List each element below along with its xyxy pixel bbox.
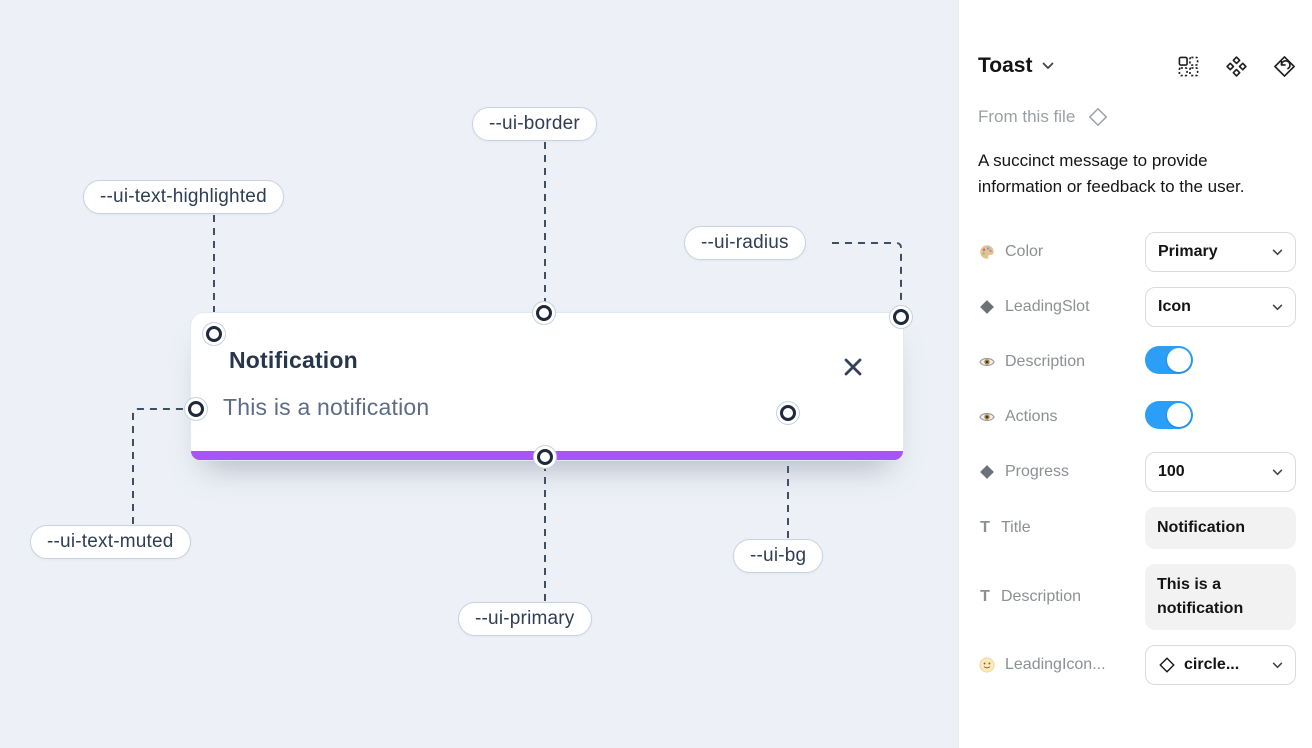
node-ui-primary[interactable] bbox=[537, 449, 553, 465]
prop-row-description-text: T Description This is a notification bbox=[978, 564, 1296, 630]
description-field[interactable]: This is a notification bbox=[1145, 564, 1296, 630]
instance-grid-icon[interactable] bbox=[1177, 55, 1200, 78]
eye-icon bbox=[978, 353, 996, 371]
node-ui-radius[interactable] bbox=[893, 309, 909, 325]
diamond-outline-icon bbox=[1089, 107, 1108, 127]
source-row: From this file bbox=[978, 106, 1296, 128]
toast-preview: Notification This is a notification bbox=[190, 312, 904, 461]
connector-radius bbox=[832, 242, 902, 306]
label-ui-bg: --ui-bg bbox=[733, 539, 824, 573]
smiley-icon bbox=[978, 656, 996, 674]
leadingicon-select[interactable]: circle... bbox=[1145, 645, 1296, 685]
palette-icon bbox=[978, 243, 996, 261]
color-select[interactable]: Primary bbox=[1145, 232, 1296, 272]
label-ui-radius: --ui-radius bbox=[684, 226, 806, 260]
chevron-down-icon bbox=[1272, 304, 1283, 310]
prop-label-leadingicon: LeadingIcon... bbox=[1005, 656, 1106, 673]
text-icon: T bbox=[980, 588, 990, 605]
prop-label-color: Color bbox=[1005, 243, 1044, 260]
progress-select[interactable]: 100 bbox=[1145, 452, 1296, 492]
prop-row-leadingslot: LeadingSlot Icon bbox=[978, 287, 1296, 327]
close-icon[interactable] bbox=[841, 355, 865, 379]
actions-toggle[interactable] bbox=[1145, 400, 1193, 429]
prop-row-title: T Title Notification bbox=[978, 507, 1296, 549]
prop-row-actions-toggle: Actions bbox=[978, 397, 1296, 437]
node-ui-text-highlighted[interactable] bbox=[206, 326, 222, 342]
swap-instance-icon[interactable] bbox=[1273, 55, 1296, 78]
label-ui-primary: --ui-primary bbox=[458, 602, 592, 636]
prop-label-title: Title bbox=[1001, 519, 1031, 536]
toast-title: Notification bbox=[229, 347, 358, 373]
diamond-outline-icon bbox=[1158, 656, 1176, 674]
chevron-down-icon bbox=[1272, 469, 1283, 475]
chevron-down-icon[interactable] bbox=[1042, 62, 1054, 70]
node-ui-bg[interactable] bbox=[780, 405, 796, 421]
prop-row-progress: Progress 100 bbox=[978, 452, 1296, 492]
toast-description: This is a notification bbox=[223, 394, 430, 420]
canvas: --ui-text-highlighted --ui-border --ui-r… bbox=[0, 0, 958, 748]
header-icons bbox=[1177, 55, 1296, 78]
chevron-down-icon bbox=[1272, 662, 1283, 668]
chevron-down-icon bbox=[1272, 249, 1283, 255]
component-description: A succinct message to provide informatio… bbox=[978, 151, 1245, 196]
component-title[interactable]: Toast bbox=[978, 54, 1033, 77]
prop-label-description: Description bbox=[1005, 353, 1086, 370]
prop-label-actions: Actions bbox=[1005, 408, 1058, 425]
component-icon[interactable] bbox=[1225, 55, 1248, 78]
prop-row-leadingicon: LeadingIcon... circle... bbox=[978, 645, 1296, 685]
diamond-icon bbox=[978, 298, 996, 316]
source-label: From this file bbox=[978, 107, 1076, 126]
properties-panel: Toast bbox=[958, 0, 1312, 748]
eye-icon bbox=[978, 408, 996, 426]
leadingslot-select[interactable]: Icon bbox=[1145, 287, 1296, 327]
label-ui-border: --ui-border bbox=[472, 107, 597, 141]
connector-text-muted bbox=[132, 408, 185, 524]
title-field[interactable]: Notification bbox=[1145, 507, 1296, 549]
node-ui-text-muted[interactable] bbox=[188, 401, 204, 417]
prop-label-progress: Progress bbox=[1005, 463, 1070, 480]
label-ui-text-muted: --ui-text-muted bbox=[30, 525, 191, 559]
description-toggle[interactable] bbox=[1145, 345, 1193, 374]
prop-row-color: Color Primary bbox=[978, 232, 1296, 272]
prop-row-description-toggle: Description bbox=[978, 342, 1296, 382]
prop-label-description-text: Description bbox=[1001, 588, 1082, 605]
diamond-icon bbox=[978, 463, 996, 481]
text-icon: T bbox=[980, 519, 990, 536]
prop-label-leadingslot: LeadingSlot bbox=[1005, 298, 1090, 315]
node-ui-border[interactable] bbox=[536, 305, 552, 321]
label-ui-text-highlighted: --ui-text-highlighted bbox=[83, 180, 284, 214]
panel-header: Toast bbox=[978, 54, 1296, 78]
